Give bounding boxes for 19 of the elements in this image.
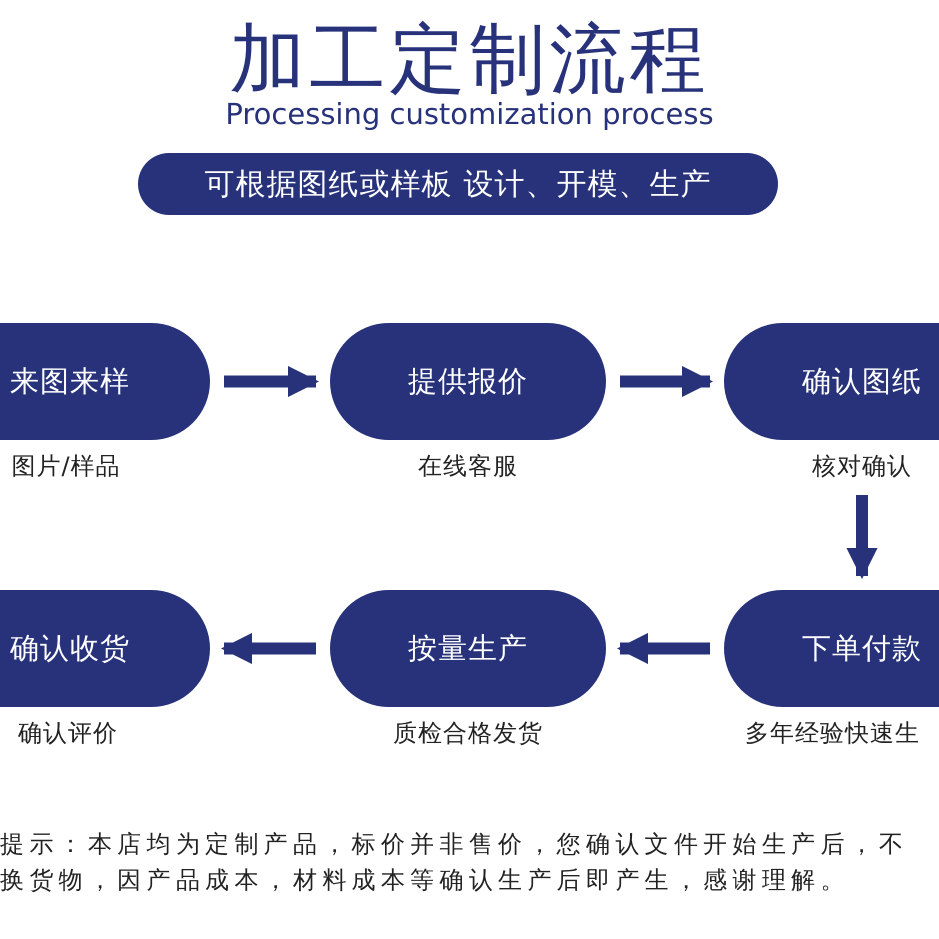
arrow (616, 632, 710, 664)
step-caption: 在线客服 (418, 451, 518, 482)
step-caption: 多年经验快速生 (745, 718, 920, 749)
step-caption: 核对确认 (812, 451, 912, 482)
step-caption: 确认评价 (18, 718, 118, 749)
banner-text: 可根据图纸或样板 设计、开模、生产 (204, 166, 712, 204)
step-label: 提供报价 (408, 362, 528, 400)
step-label: 确认图纸 (802, 362, 922, 400)
arrow (846, 495, 878, 580)
arrow (220, 632, 316, 664)
arrow (224, 366, 320, 398)
note-text: 提示：本店均为定制产品，标价并非售价，您确认文件开始生产后，不换货物，因产品成本，材料成本等确认生产后即产生，感谢理解。 (0, 829, 910, 896)
step-label: 下单付款 (802, 630, 922, 666)
step-label: 按量生产 (408, 630, 528, 666)
arrow (620, 366, 714, 398)
step-label: 确认收货 (10, 630, 130, 666)
step-caption: 质检合格发货 (393, 718, 543, 749)
step-caption: 图片/样品 (11, 451, 121, 482)
step-label: 来图来样 (10, 362, 130, 400)
